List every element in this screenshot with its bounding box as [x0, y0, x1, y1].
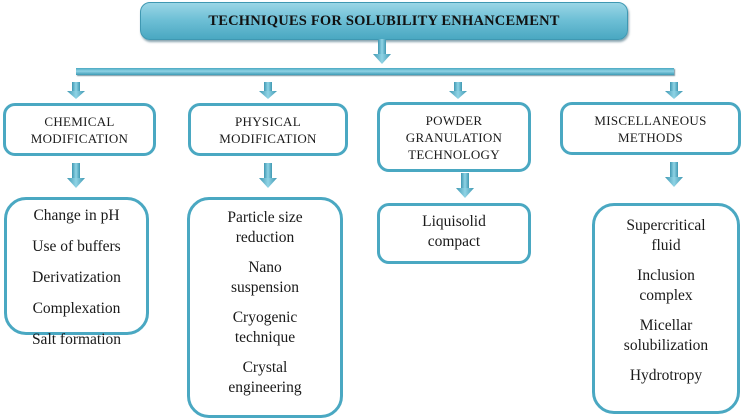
list-item: Derivatization [32, 269, 121, 286]
list-item: Complexation [32, 300, 121, 317]
category-label: METHODS [618, 129, 683, 145]
list-item: Supercritical fluid [626, 217, 706, 254]
list-item: Crystal engineering [228, 359, 302, 396]
arrow-down-icon [449, 82, 467, 100]
list-item: Nano suspension [230, 259, 300, 296]
items-box-chemical: Change in pH Use of buffers Derivatizati… [4, 197, 149, 348]
arrow-down-icon [67, 82, 85, 100]
category-label: MODIFICATION [219, 130, 317, 146]
arrow-down-icon [665, 162, 683, 188]
diagram-title: TECHNIQUES FOR SOLUBILITY ENHANCEMENT [208, 12, 560, 29]
items-box-miscellaneous: Supercritical fluid Inclusion complex Mi… [592, 203, 740, 414]
category-label: MODIFICATION [30, 130, 129, 146]
category-miscellaneous-methods: MISCELLANEOUS METHODS [560, 102, 741, 155]
category-label: MISCELLANEOUS [594, 112, 707, 128]
list-item: Particle size reduction [227, 209, 303, 246]
category-label: CHEMICAL [44, 113, 115, 129]
list-item: Micellar solubilization [623, 317, 709, 354]
arrow-down-icon [456, 173, 474, 199]
list-item: Use of buffers [32, 238, 121, 255]
category-label: TECHNOLOGY [408, 146, 500, 162]
arrow-down-icon [259, 82, 277, 100]
items-box-powder: Liquisolid compact [377, 203, 531, 264]
arrow-down-icon [67, 163, 85, 189]
category-label: GRANULATION [405, 129, 503, 145]
list-item: Cryogenic technique [232, 309, 298, 346]
arrow-down-icon [373, 39, 391, 65]
title-box: TECHNIQUES FOR SOLUBILITY ENHANCEMENT [140, 2, 628, 40]
category-chemical-modification: CHEMICAL MODIFICATION [3, 103, 156, 156]
list-item: Change in pH [33, 207, 120, 224]
category-label: POWDER [425, 112, 483, 128]
list-item: Inclusion complex [637, 267, 695, 304]
arrow-down-icon [665, 82, 683, 100]
list-item: Liquisolid compact [422, 213, 486, 250]
arrow-down-icon [259, 163, 277, 189]
list-item: Hydrotropy [629, 367, 703, 384]
category-powder-granulation-technology: POWDER GRANULATION TECHNOLOGY [377, 102, 531, 172]
connector-bar [76, 68, 674, 75]
list-item: Salt formation [31, 331, 122, 348]
category-label: PHYSICAL [235, 113, 301, 129]
items-box-physical: Particle size reduction Nano suspension … [187, 197, 343, 418]
category-physical-modification: PHYSICAL MODIFICATION [188, 103, 348, 156]
